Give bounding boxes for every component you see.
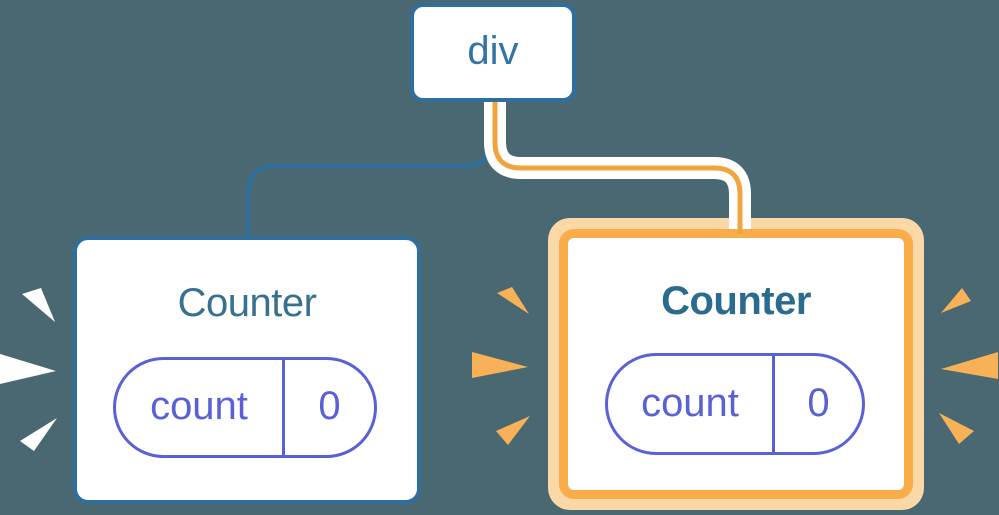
counter-card-right-highlight-ring: Counter count 0 [548, 218, 924, 510]
state-pill-right: count 0 [605, 353, 865, 455]
render-burst-left-counter [0, 288, 57, 451]
state-value-left: 0 [318, 384, 341, 428]
state-pill-divider [772, 356, 775, 452]
render-burst-right-counter-right-side [939, 288, 998, 444]
root-node-div: div [410, 3, 576, 102]
state-name-right: count [641, 380, 739, 425]
root-node-label: div [467, 28, 519, 73]
spark-ray-icon [0, 354, 56, 384]
spark-ray-icon [20, 418, 57, 451]
spark-ray-icon [497, 287, 529, 314]
spark-ray-icon [941, 352, 998, 379]
state-pill-left: count 0 [113, 357, 377, 458]
render-burst-right-counter-left-side [472, 287, 530, 445]
connector-core [492, 100, 743, 224]
spark-ray-icon [939, 413, 974, 444]
spark-ray-icon [941, 288, 971, 313]
counter-title-left: Counter [177, 281, 317, 325]
state-name-left: count [150, 384, 248, 428]
spark-ray-icon [22, 288, 55, 322]
counter-card-left: Counter count 0 [73, 236, 421, 504]
counter-title-right: Counter [661, 279, 811, 323]
spark-ray-icon [472, 352, 528, 378]
state-pill-divider [282, 360, 285, 455]
connector-root-to-right-counter [484, 100, 751, 224]
spark-ray-icon [496, 416, 530, 445]
state-value-right: 0 [807, 380, 830, 425]
